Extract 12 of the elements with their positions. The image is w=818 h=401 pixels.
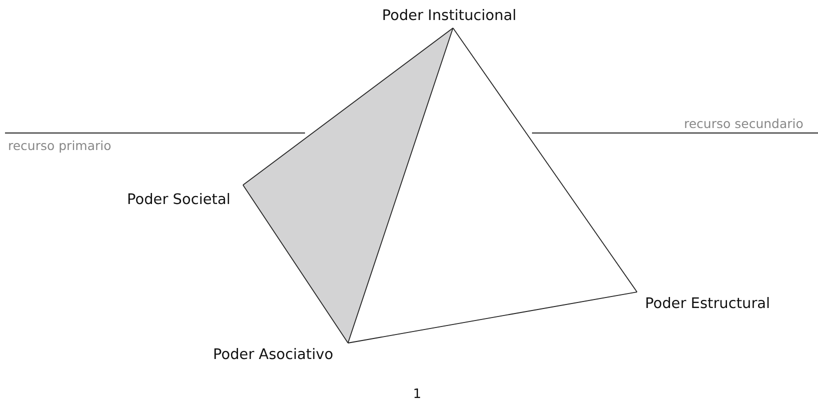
- edge-line: [452, 28, 638, 292]
- page-number: 1: [413, 387, 422, 401]
- resource-label: recurso primario: [8, 138, 112, 153]
- vertex-label: Poder Institucional: [382, 7, 516, 25]
- resource-label: recurso secundario: [684, 116, 804, 131]
- edge-line: [348, 292, 638, 344]
- vertex-label: Poder Societal: [127, 191, 230, 209]
- edge-line: [348, 28, 454, 344]
- edge-line: [242, 184, 348, 344]
- vertex-label: Poder Asociativo: [213, 346, 334, 364]
- vertex-label: Poder Estructural: [645, 295, 770, 313]
- edge-line: [242, 28, 454, 186]
